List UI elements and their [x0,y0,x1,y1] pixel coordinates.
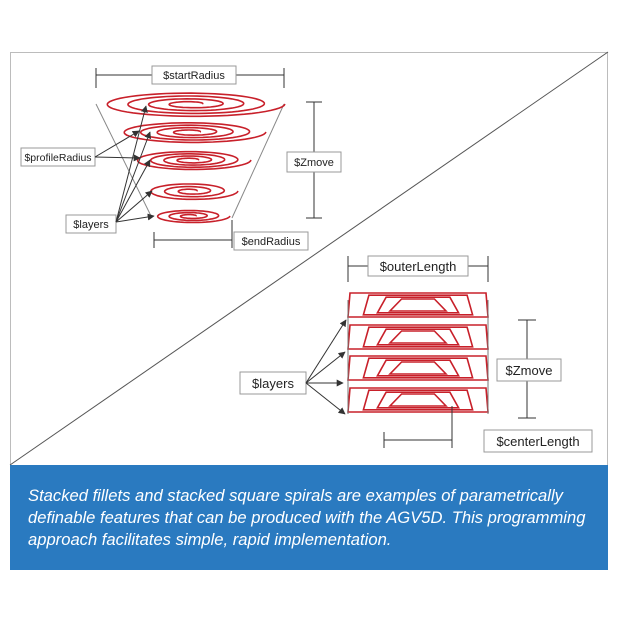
square-spiral-ring [376,328,460,346]
end-radius-label: $endRadius [242,236,301,248]
funnel-zmove-box [286,151,342,173]
funnel-spiral-layer-3 [136,150,252,171]
square-zmove-box [496,358,562,382]
square-spiral-layer-1 [347,292,489,318]
square-spiral-layer-3 [347,355,489,381]
square-spiral-layer-4 [347,387,489,413]
square-spiral-ring [362,357,474,379]
outer-length-box [367,255,469,277]
square-spiral-ring [362,389,474,411]
start-radius-box [151,65,237,85]
square-layers-arrow-1 [305,319,347,384]
funnel-spiral-layer-1 [106,92,286,118]
square-spiral-ring [376,359,460,377]
end-radius-box [233,231,309,251]
funnel-layers-arrow-1 [115,105,148,223]
caption-banner: Stacked fillets and stacked square spira… [10,465,608,570]
square-layers-label: $layers [252,376,294,391]
square-spiral-ring [376,296,460,314]
diagonal-divider [9,51,609,466]
square-spiral-ring [388,361,448,375]
funnel-layers-arrow-5 [115,213,155,223]
outer-length-label: $outerLength [380,259,457,274]
funnel-spiral-layer-4 [150,183,239,201]
square-spiral-ring [362,326,474,348]
funnel-layers-box [65,214,117,234]
square-spiral-ring [362,294,474,316]
center-length-label: $centerLength [496,434,579,449]
square-layers [347,292,489,414]
center-length-box [483,429,593,453]
funnel-profile-right [231,103,285,219]
square-spiral-ring [388,298,448,312]
square-layers-arrow-4 [305,382,346,415]
caption-text: Stacked fillets and stacked square spira… [28,486,586,549]
funnel-layers-arrow-2 [115,131,152,223]
funnel-zmove-label: $Zmove [294,157,334,169]
square-diagram: $outerLength $Zmove $layers $centerLengt… [239,255,593,453]
funnel-spiral-layer-5 [156,209,231,224]
funnel-spirals [106,92,286,224]
profile-radius-label: $profileRadius [24,152,91,164]
funnel-diagram: $startRadius $Zmove $profileRadius $laye… [20,65,342,251]
funnel-layers-arrow-4 [115,190,153,223]
square-zmove-label: $Zmove [506,363,553,378]
square-spiral-ring [376,391,460,409]
square-spiral-ring [388,330,448,344]
square-spiral-layer-2 [347,324,489,350]
funnel-layers-label: $layers [73,219,109,231]
funnel-layers-arrow-3 [115,159,151,223]
square-layers-arrow-2 [305,351,346,384]
square-spiral-ring [388,393,448,407]
start-radius-label: $startRadius [163,70,225,82]
profile-radius-arrow-1 [94,130,140,158]
funnel-spiral-layer-2 [123,122,267,144]
